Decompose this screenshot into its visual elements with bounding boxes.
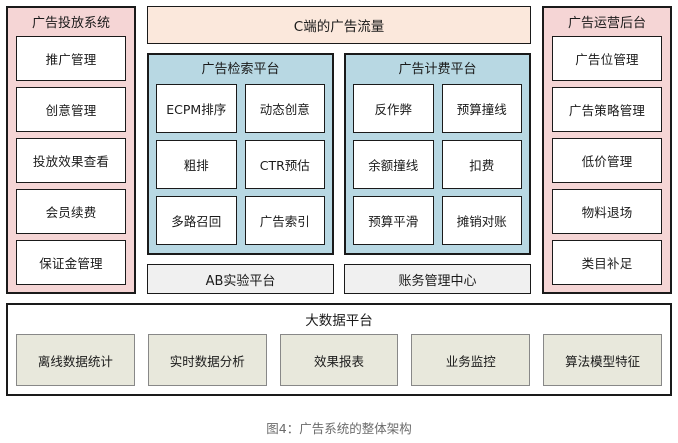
module-ad-index[interactable]: 广告索引 [244,196,325,245]
figure-caption: 图4：广告系统的整体架构 [266,421,412,436]
module-material-withdrawal[interactable]: 物料退场 [552,189,662,234]
top-columns-region: 广告投放系统 推广管理 创意管理 投放效果查看 会员续费 保证金管理 C端的广告… [6,6,672,294]
banner-consumer-ad-traffic: C端的广告流量 [147,6,531,44]
ad-operations-backend-item-list: 广告位管理 广告策略管理 低价管理 物料退场 类目补足 [552,36,662,285]
module-ctr-prediction[interactable]: CTR预估 [244,140,325,189]
module-coarse-ranking[interactable]: 粗排 [156,140,237,189]
module-low-price-management[interactable]: 低价管理 [552,138,662,183]
module-dynamic-creative[interactable]: 动态创意 [244,84,325,133]
center-column: C端的广告流量 广告检索平台 ECPM排序 动态创意 粗排 CTR预估 多路召回… [147,6,531,294]
module-anti-fraud[interactable]: 反作弊 [353,84,434,133]
panel-ad-delivery-system: 广告投放系统 推广管理 创意管理 投放效果查看 会员续费 保证金管理 [6,6,136,294]
module-realtime-data-analysis[interactable]: 实时数据分析 [147,334,267,386]
module-balance-limit-hit[interactable]: 余额撞线 [353,140,434,189]
panel-title-big-data-platform: 大数据平台 [305,313,373,329]
panel-title-ad-operations-backend: 广告运营后台 [567,16,646,31]
panel-title-ad-retrieval-platform: 广告检索平台 [201,62,280,77]
module-membership-renewal[interactable]: 会员续费 [16,189,126,234]
module-ecpm-ranking[interactable]: ECPM排序 [156,84,237,133]
module-creative-management[interactable]: 创意管理 [16,87,126,132]
module-amortization-reconciliation[interactable]: 摊销对账 [441,196,522,245]
panel-title-ad-delivery-system: 广告投放系统 [31,16,110,31]
big-data-platform-item-list: 离线数据统计 实时数据分析 效果报表 业务监控 算法模型特征 [16,334,662,386]
module-accounting-management-center[interactable]: 账务管理中心 [344,264,531,294]
panel-big-data-platform: 大数据平台 离线数据统计 实时数据分析 效果报表 业务监控 算法模型特征 [6,303,672,396]
module-ad-slot-management[interactable]: 广告位管理 [552,36,662,81]
banner-consumer-ad-traffic-label: C端的广告流量 [293,19,385,35]
panel-title-ad-billing-platform: 广告计费平台 [398,62,477,77]
module-ab-test-platform[interactable]: AB实验平台 [147,264,334,294]
panel-ad-retrieval-platform: 广告检索平台 ECPM排序 动态创意 粗排 CTR预估 多路召回 广告索引 [147,53,334,255]
module-budget-limit-hit[interactable]: 预算撞线 [441,84,522,133]
ad-retrieval-platform-item-grid: ECPM排序 动态创意 粗排 CTR预估 多路召回 广告索引 [156,84,325,245]
module-promotion-management[interactable]: 推广管理 [16,36,126,81]
module-business-monitoring[interactable]: 业务监控 [411,334,531,386]
module-effect-report[interactable]: 效果报表 [279,334,399,386]
module-category-supplement[interactable]: 类目补足 [552,240,662,285]
module-deposit-management[interactable]: 保证金管理 [16,240,126,285]
ad-billing-platform-item-grid: 反作弊 预算撞线 余额撞线 扣费 预算平滑 摊销对账 [353,84,522,245]
ad-delivery-system-item-list: 推广管理 创意管理 投放效果查看 会员续费 保证金管理 [16,36,126,285]
platform-row: 广告检索平台 ECPM排序 动态创意 粗排 CTR预估 多路召回 广告索引 广告… [147,53,531,255]
panel-ad-billing-platform: 广告计费平台 反作弊 预算撞线 余额撞线 扣费 预算平滑 摊销对账 [344,53,531,255]
module-ad-strategy-management[interactable]: 广告策略管理 [552,87,662,132]
center-footer-row: AB实验平台 账务管理中心 [147,264,531,294]
module-budget-smoothing[interactable]: 预算平滑 [353,196,434,245]
module-offline-data-statistics[interactable]: 离线数据统计 [16,334,135,386]
module-charge-deduction[interactable]: 扣费 [441,140,522,189]
module-multi-channel-recall[interactable]: 多路召回 [156,196,237,245]
panel-ad-operations-backend: 广告运营后台 广告位管理 广告策略管理 低价管理 物料退场 类目补足 [542,6,672,294]
module-delivery-effect-view[interactable]: 投放效果查看 [16,138,126,183]
module-algorithm-model-features[interactable]: 算法模型特征 [543,334,662,386]
